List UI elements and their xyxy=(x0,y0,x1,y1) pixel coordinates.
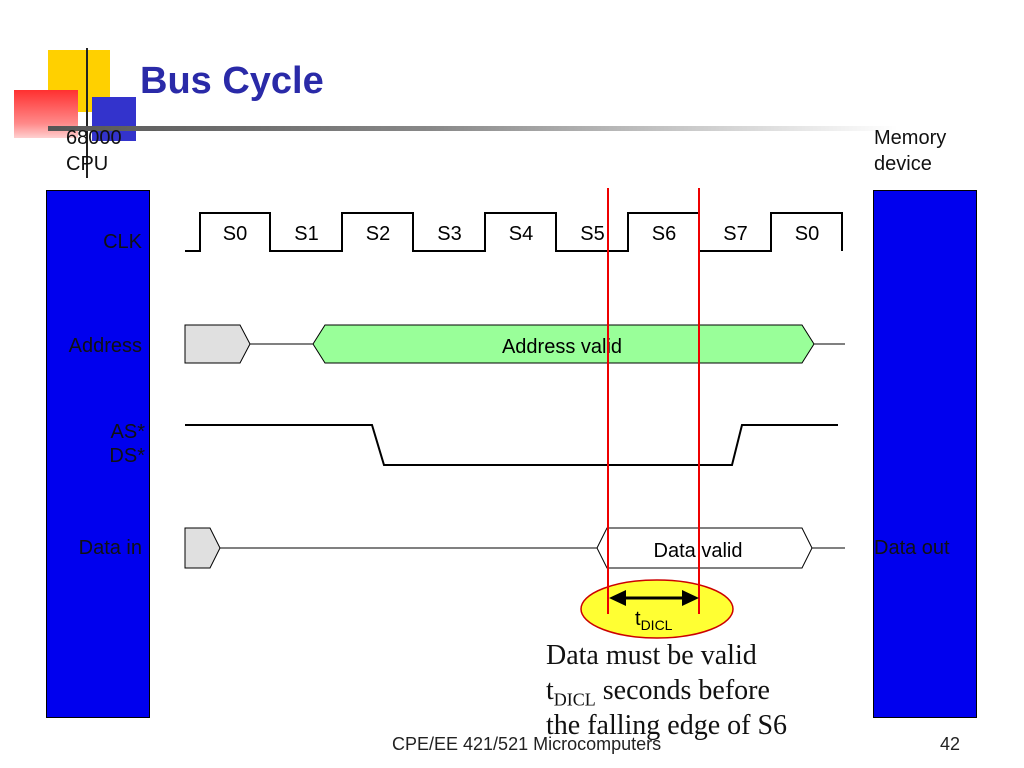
address-valid-label: Address valid xyxy=(502,336,622,358)
data-bus-idle xyxy=(184,527,221,569)
clock-state-label: S2 xyxy=(366,223,390,245)
slide-title: Bus Cycle xyxy=(140,60,324,102)
clock-state-label: S0 xyxy=(795,223,819,245)
clock-waveform xyxy=(185,212,843,252)
note-symbol: t xyxy=(546,675,554,706)
tdicl-arrow-head-right xyxy=(682,590,699,606)
note-line-2: tDICL seconds before xyxy=(546,674,770,717)
page-number: 42 xyxy=(940,734,961,754)
clock-state-label: S1 xyxy=(294,223,318,245)
cpu-label-line2: CPU xyxy=(66,153,109,175)
clock-state-label: S6 xyxy=(652,223,676,245)
clock-state-label: S3 xyxy=(437,223,461,245)
signal-label-data-out: Data out xyxy=(874,537,950,559)
signal-label-data-in: Data in xyxy=(78,537,142,559)
signal-label-address: Address xyxy=(68,335,142,357)
signal-label-clk: CLK xyxy=(103,231,142,253)
note-rest: seconds before xyxy=(595,675,770,706)
clock-state-label: S5 xyxy=(580,223,604,245)
clock-state-label: S0 xyxy=(223,223,247,245)
clock-state-label: S7 xyxy=(723,223,747,245)
cpu-label-line1: 68000 xyxy=(66,127,122,149)
memory-label-line2: device xyxy=(874,153,932,175)
address-bus-idle xyxy=(184,324,251,364)
clock-state-label: S4 xyxy=(509,223,533,245)
decor-vertical-line xyxy=(86,48,88,178)
note-subscript: DICL xyxy=(553,689,596,710)
decor-square-blue xyxy=(92,97,136,141)
note-line-3: the falling edge of S6 xyxy=(546,710,788,741)
memory-label-line1: Memory xyxy=(874,127,947,149)
note-line-1: Data must be valid xyxy=(546,640,757,671)
title-underline xyxy=(48,126,898,131)
cpu-panel xyxy=(46,190,150,718)
signal-label-ds: DS* xyxy=(109,445,145,467)
memory-panel xyxy=(873,190,977,718)
slide-footer: CPE/EE 421/521 Microcomputers xyxy=(392,734,662,754)
tdicl-label: tDICL xyxy=(635,608,673,633)
tdicl-arrow-head-left xyxy=(609,590,626,606)
signal-label-as: AS* xyxy=(110,421,145,443)
as-ds-waveform xyxy=(185,424,838,466)
